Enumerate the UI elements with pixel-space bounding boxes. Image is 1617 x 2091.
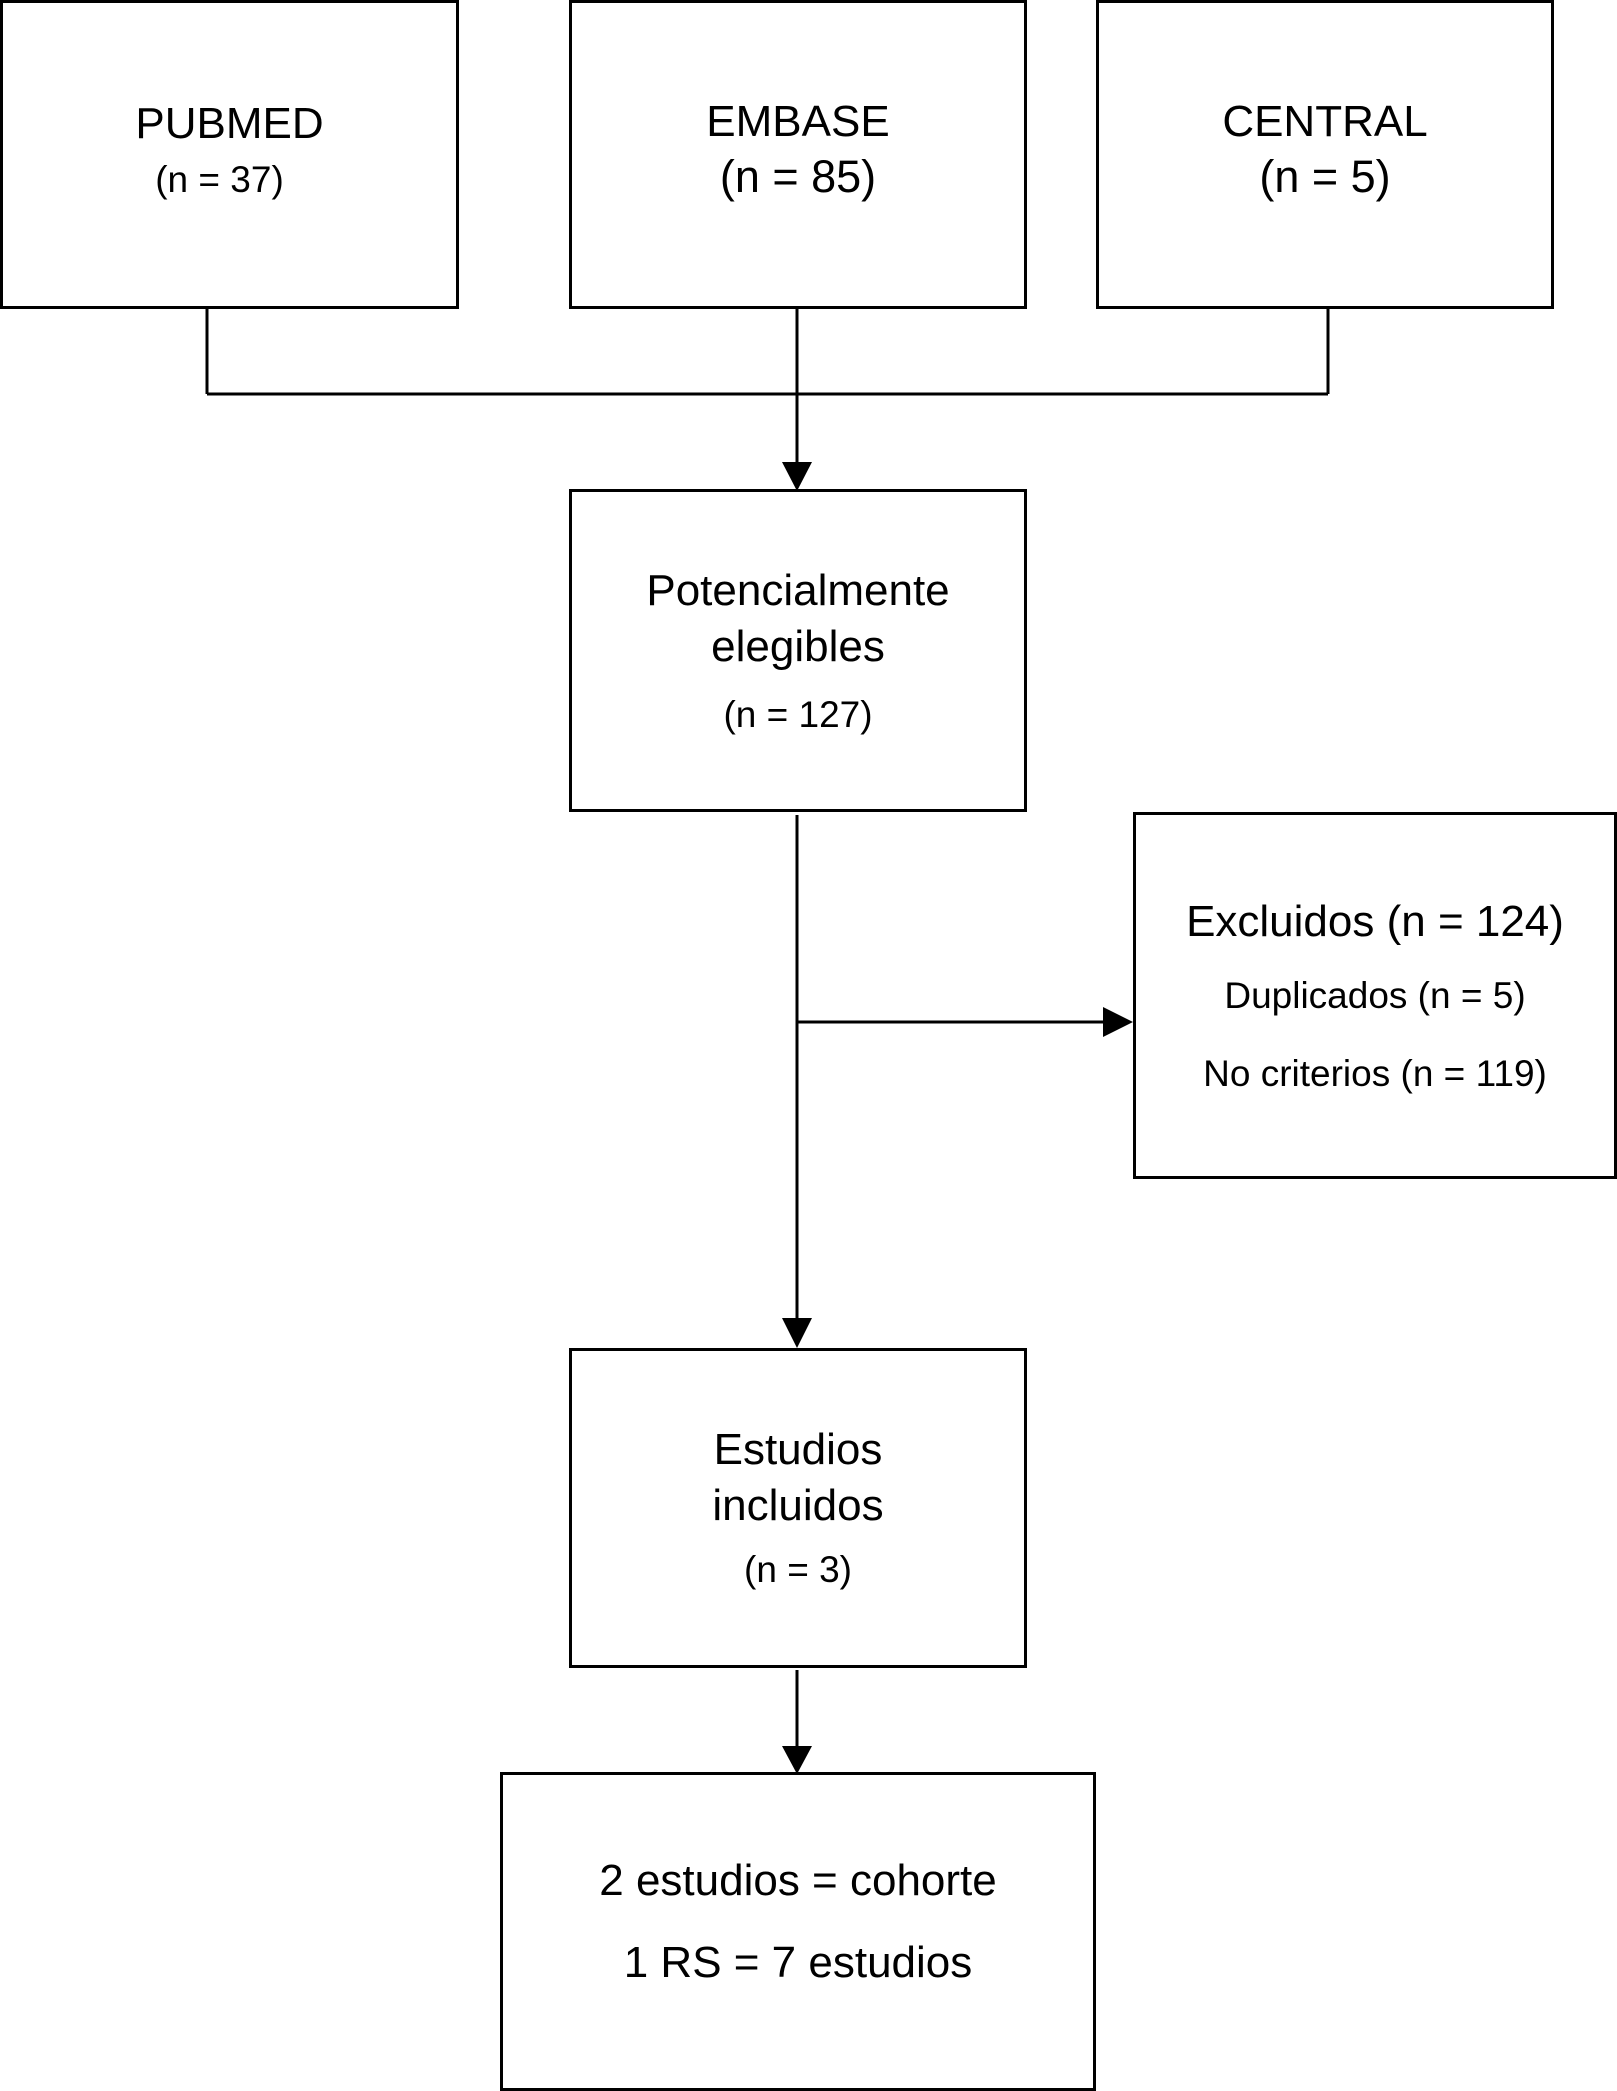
final-box: 2 estudios = cohorte 1 RS = 7 estudios [500,1772,1096,2091]
included-label-line1: Estudios [713,1425,883,1474]
included-count: (n = 3) [744,1549,852,1590]
source-count-pubmed: (n = 37) [155,158,284,200]
excluded-duplicates: Duplicados (n = 5) [1224,974,1526,1016]
source-count-embase: (n = 85) [719,150,877,202]
source-count-central: (n = 5) [1259,150,1391,202]
included-box: Estudios incluidos (n = 3) [569,1348,1027,1668]
source-name-central: CENTRAL [1222,96,1428,146]
eligible-label-line1: Potencialmente [646,565,950,615]
arrowhead-to-eligible [782,462,812,491]
eligible-count: (n = 127) [723,693,873,735]
included-label-line2: incluidos [712,1481,884,1530]
arrowhead-to-included [782,1318,812,1348]
source-box-embase: EMBASE (n = 85) [569,0,1027,309]
arrowhead-to-final [782,1746,812,1774]
arrowhead-to-excluded [1103,1007,1133,1037]
eligible-label-line2: elegibles [711,621,885,671]
excluded-title: Excluidos (n = 124) [1186,896,1564,946]
excluded-box: Excluidos (n = 124) Duplicados (n = 5) N… [1133,812,1617,1179]
source-box-central: CENTRAL (n = 5) [1096,0,1554,309]
excluded-no-criteria: No criterios (n = 119) [1203,1052,1547,1094]
final-line2: 1 RS = 7 estudios [623,1937,973,1987]
source-box-pubmed: PUBMED (n = 37) [0,0,459,309]
eligible-box: Potencialmente elegibles (n = 127) [569,489,1027,812]
source-name-pubmed: PUBMED [135,98,324,148]
final-line1: 2 estudios = cohorte [599,1855,997,1905]
source-name-embase: EMBASE [706,96,890,146]
